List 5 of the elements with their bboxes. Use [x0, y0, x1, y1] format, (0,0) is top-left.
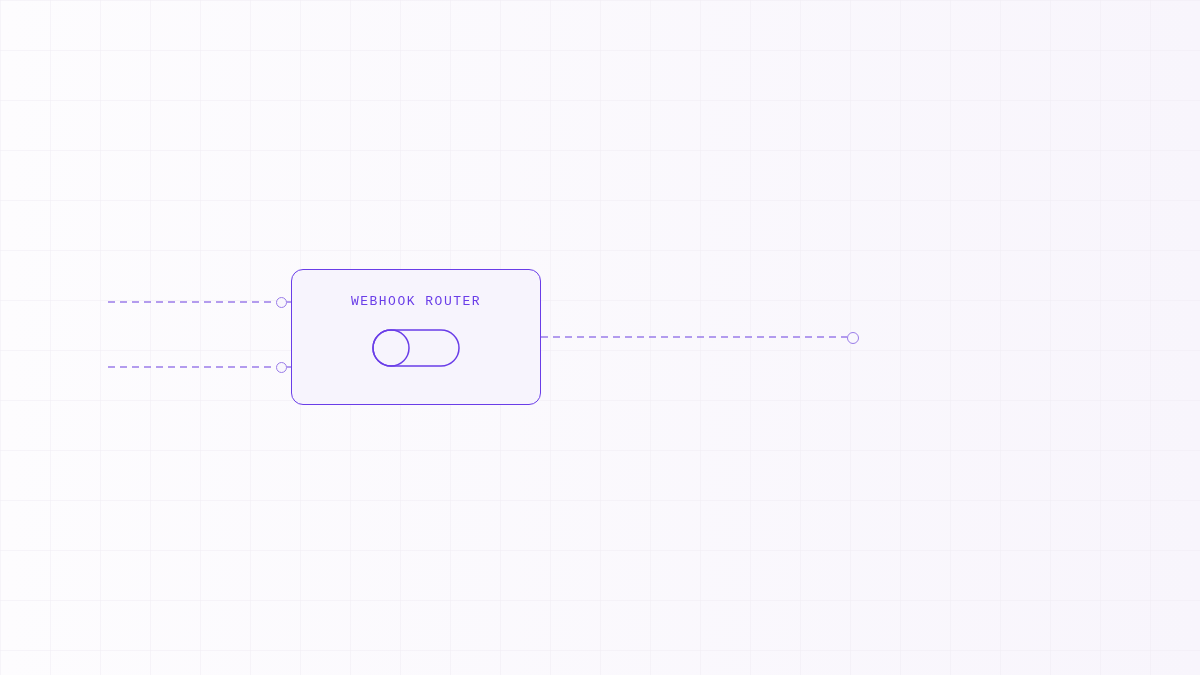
connector-line [285, 366, 292, 368]
node-title: WEBHOOK ROUTER [350, 294, 482, 310]
dashed-connector [540, 336, 848, 338]
router-box [291, 269, 541, 405]
connector-line [285, 301, 292, 303]
